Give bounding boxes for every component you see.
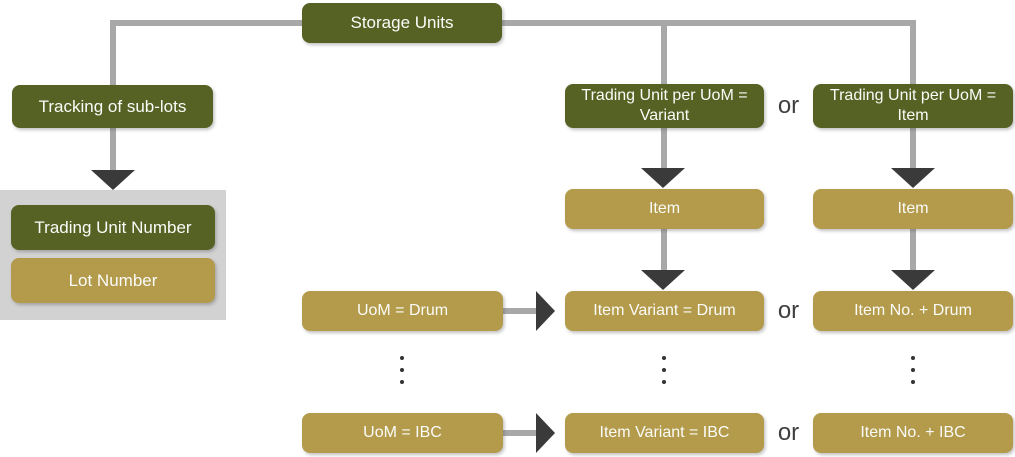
- connector-drum-horizontal: [503, 308, 537, 314]
- trading-unit-per-uom-variant-node: Trading Unit per UoM = Variant: [565, 84, 764, 128]
- item-node-variant-branch: Item: [565, 189, 764, 229]
- arrow-right-icon: [536, 413, 555, 453]
- storage-units-node: Storage Units: [302, 3, 502, 43]
- trading-unit-number-node: Trading Unit Number: [11, 205, 215, 250]
- vertical-ellipsis-icon: [911, 356, 915, 384]
- item-node-item-branch: Item: [813, 189, 1013, 229]
- connector-ibc-horizontal: [503, 430, 537, 436]
- item-no-drum-node: Item No. + Drum: [813, 291, 1013, 331]
- uom-ibc-node: UoM = IBC: [302, 413, 503, 453]
- arrow-down-icon: [641, 168, 685, 188]
- or-label-drum-row: or: [777, 297, 800, 324]
- item-no-ibc-node: Item No. + IBC: [813, 413, 1013, 453]
- arrow-right-icon: [536, 291, 555, 331]
- lot-number-node: Lot Number: [11, 258, 215, 303]
- or-label-top: or: [777, 92, 800, 119]
- arrow-down-icon: [641, 270, 685, 290]
- vertical-ellipsis-icon: [662, 356, 666, 384]
- vertical-ellipsis-icon: [400, 356, 404, 384]
- or-label-ibc-row: or: [777, 419, 800, 446]
- arrow-down-icon: [91, 170, 135, 190]
- trading-unit-per-uom-item-node: Trading Unit per UoM = Item: [813, 84, 1013, 128]
- uom-drum-node: UoM = Drum: [302, 291, 503, 331]
- item-variant-drum-node: Item Variant = Drum: [565, 291, 764, 331]
- arrow-down-icon: [891, 270, 935, 290]
- item-variant-ibc-node: Item Variant = IBC: [565, 413, 764, 453]
- connector-mid-vertical-2: [661, 229, 667, 271]
- arrow-down-icon: [891, 168, 935, 188]
- connector-top-horizontal: [110, 20, 916, 26]
- tracking-of-sub-lots-node: Tracking of sub-lots: [12, 85, 213, 128]
- connector-right-vertical-2: [910, 229, 916, 271]
